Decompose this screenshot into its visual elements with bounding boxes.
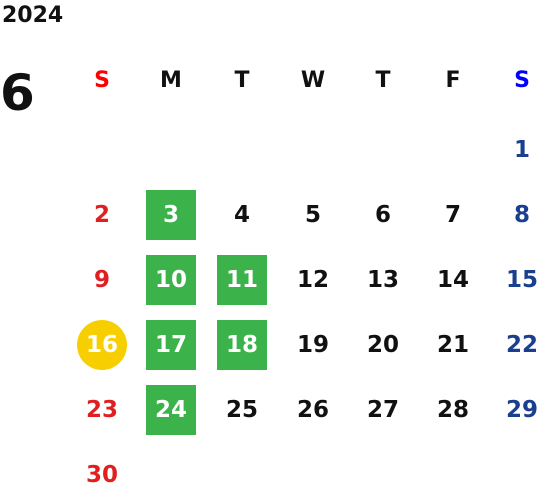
calendar-day[interactable]: 22 [505,332,538,358]
calendar-day[interactable]: 30 [85,462,118,488]
calendar-day[interactable]: 9 [93,267,110,293]
calendar-day[interactable]: 23 [85,397,118,423]
month-label: 6 [0,64,35,122]
calendar-day[interactable]: 20 [366,332,399,358]
calendar-day[interactable]: 26 [296,397,329,423]
calendar-day[interactable]: 21 [436,332,469,358]
weekday-header-fri: F [445,68,461,93]
calendar-day[interactable]: 29 [505,397,538,423]
calendar-day[interactable]: 7 [444,202,461,228]
weekday-header-wed: W [300,68,326,93]
calendar-day[interactable]: 2 [93,202,110,228]
calendar-day[interactable]: 5 [304,202,321,228]
calendar-day[interactable]: 11 [217,255,267,305]
calendar-day[interactable]: 8 [513,202,530,228]
calendar-day[interactable]: 3 [146,190,196,240]
calendar-day[interactable]: 13 [366,267,399,293]
calendar-day[interactable]: 24 [146,385,196,435]
weekday-header-mon: M [160,68,182,93]
weekday-header-tue: T [234,68,250,93]
weekday-header-sat: S [514,68,530,93]
calendar-day[interactable]: 6 [374,202,391,228]
year-label: 2024 [2,3,64,28]
calendar-day[interactable]: 10 [146,255,196,305]
calendar-day[interactable]: 27 [366,397,399,423]
weekday-header-thu: T [375,68,391,93]
calendar-day[interactable]: 18 [217,320,267,370]
calendar-day[interactable]: 17 [146,320,196,370]
calendar-day[interactable]: 4 [233,202,250,228]
calendar-day[interactable]: 25 [225,397,258,423]
calendar-day[interactable]: 15 [505,267,538,293]
calendar-day[interactable]: 14 [436,267,469,293]
calendar-day[interactable]: 19 [296,332,329,358]
weekday-header-sun: S [94,68,110,93]
calendar-day[interactable]: 12 [296,267,329,293]
calendar-day-today[interactable]: 16 [77,320,127,370]
calendar-day[interactable]: 1 [513,137,530,163]
calendar-day[interactable]: 28 [436,397,469,423]
